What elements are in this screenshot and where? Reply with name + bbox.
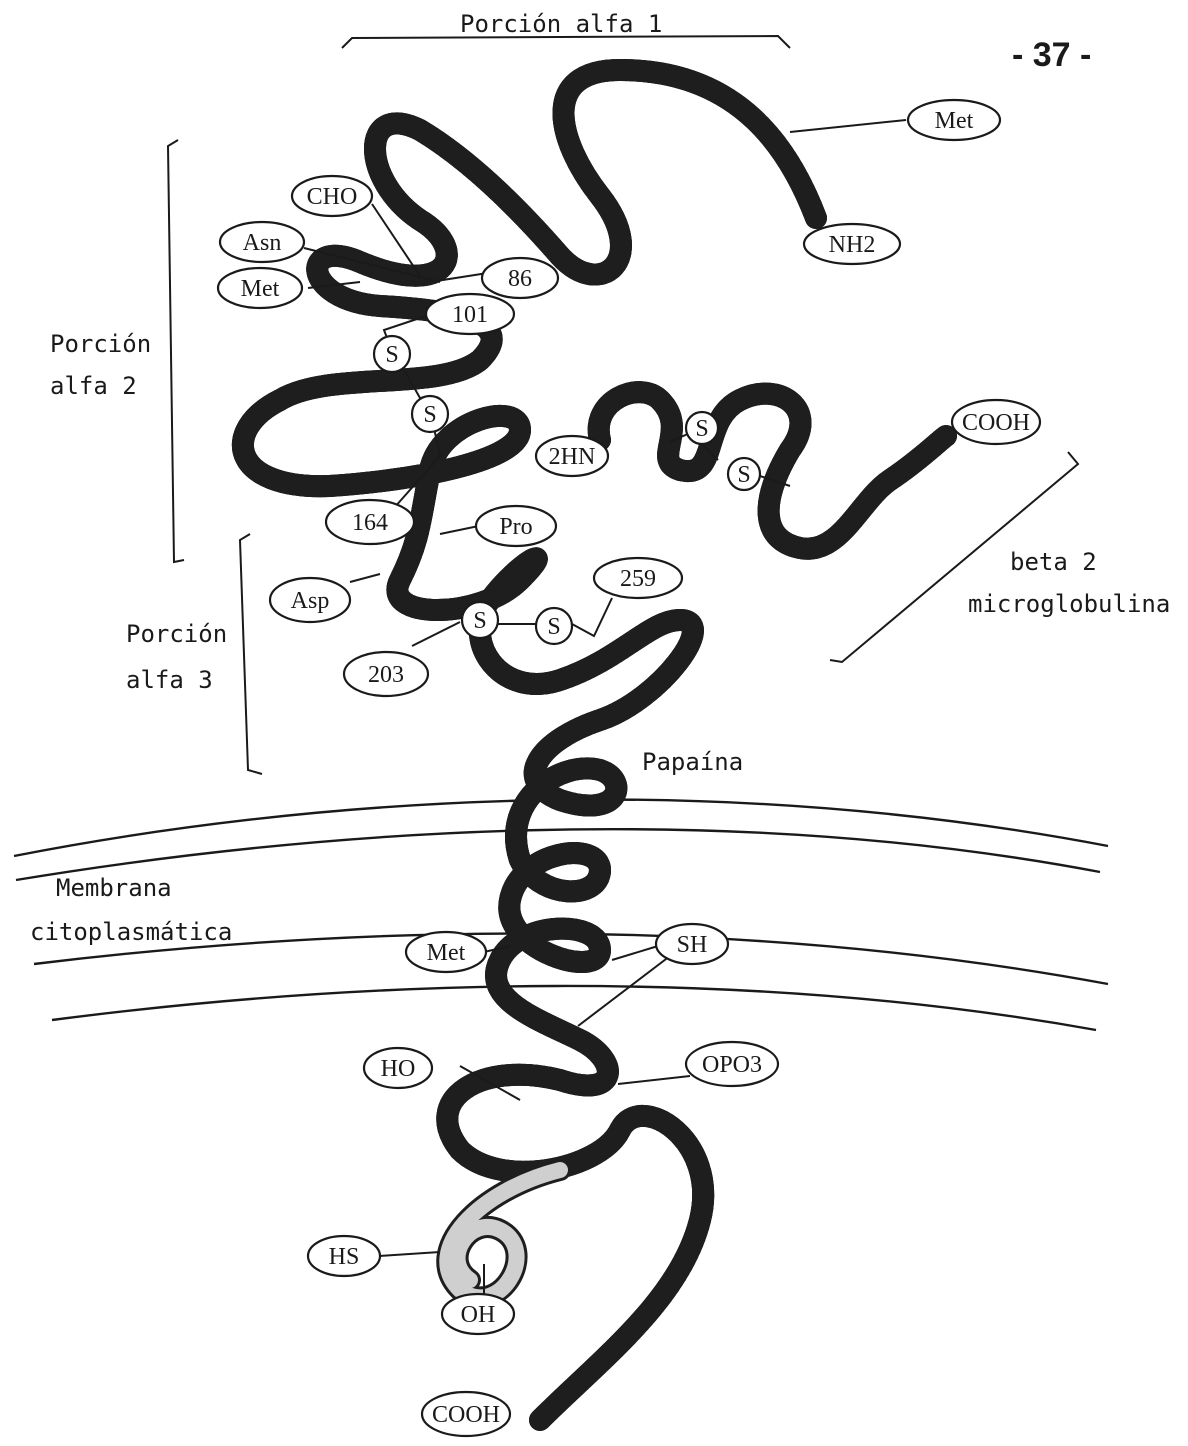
label-ho: HO: [364, 1048, 432, 1088]
svg-text:SH: SH: [677, 932, 708, 958]
label-259: 259: [594, 558, 682, 598]
alfa3-label-line1: Porción: [126, 620, 227, 648]
svg-text:S: S: [737, 462, 750, 488]
svg-text:Pro: Pro: [499, 514, 532, 540]
svg-text:Asn: Asn: [243, 230, 282, 256]
svg-text:NH2: NH2: [829, 232, 876, 258]
label-cho: CHO: [292, 176, 372, 216]
beta2-microglobulin-chain: [599, 392, 946, 549]
membrane-label-line2: citoplasmática: [30, 918, 232, 946]
label-oh: OH: [442, 1294, 514, 1334]
svg-text:86: 86: [508, 266, 532, 292]
label-86: 86: [482, 258, 558, 298]
label-met-top: Met: [908, 100, 1000, 140]
label-asn: Asn: [220, 222, 304, 262]
label-2hn: 2HN: [536, 436, 608, 476]
label-sh: SH: [656, 924, 728, 964]
svg-text:203: 203: [368, 662, 404, 688]
alfa2-label-line1: Porción: [50, 330, 151, 358]
svg-text:S: S: [385, 342, 398, 368]
svg-text:259: 259: [620, 566, 656, 592]
label-s1: S: [374, 336, 410, 372]
alfa1-label: Porción alfa 1: [460, 10, 662, 38]
beta2-label-line2: microglobulina: [968, 590, 1170, 618]
label-opo3: OPO3: [686, 1042, 778, 1086]
papaina-label: Papaína: [642, 748, 743, 776]
cell-membrane: [14, 800, 1108, 1030]
label-s2: S: [412, 396, 448, 432]
label-cooh-beta: COOH: [952, 400, 1040, 444]
svg-text:S: S: [423, 402, 436, 428]
svg-text:101: 101: [452, 302, 488, 328]
svg-text:OH: OH: [461, 1302, 496, 1328]
svg-text:S: S: [547, 614, 560, 640]
label-s3: S: [462, 602, 498, 638]
svg-text:S: S: [695, 416, 708, 442]
svg-text:Met: Met: [935, 108, 974, 134]
alfa1-bracket: Porción alfa 1: [342, 10, 790, 48]
alfa3-label-line2: alfa 3: [126, 666, 213, 694]
svg-text:Met: Met: [241, 276, 280, 302]
alfa3-bracket: Porción alfa 3: [126, 534, 262, 774]
label-s4: S: [536, 608, 572, 644]
label-s-beta1: S: [686, 412, 718, 444]
label-met-left: Met: [218, 268, 302, 308]
svg-text:HS: HS: [329, 1244, 360, 1270]
svg-text:COOH: COOH: [432, 1402, 500, 1428]
label-pro: Pro: [476, 506, 556, 546]
label-203: 203: [344, 652, 428, 696]
beta2-label-line1: beta 2: [1010, 548, 1097, 576]
svg-text:164: 164: [352, 510, 388, 536]
label-cooh-bottom: COOH: [422, 1392, 510, 1436]
svg-text:CHO: CHO: [307, 184, 358, 210]
svg-text:COOH: COOH: [962, 410, 1030, 436]
svg-text:OPO3: OPO3: [702, 1052, 762, 1078]
page-number: - 37 -: [1012, 36, 1091, 74]
label-asp: Asp: [270, 578, 350, 622]
svg-text:HO: HO: [381, 1056, 416, 1082]
label-nh2: NH2: [804, 224, 900, 264]
svg-text:Met: Met: [427, 940, 466, 966]
svg-text:S: S: [473, 608, 486, 634]
label-101: 101: [426, 294, 514, 334]
label-met-membrane: Met: [406, 932, 486, 972]
svg-text:2HN: 2HN: [549, 444, 596, 470]
svg-text:Asp: Asp: [291, 588, 330, 614]
alfa2-bracket: Porción alfa 2: [50, 140, 184, 562]
label-164: 164: [326, 500, 414, 544]
alfa2-label-line2: alfa 2: [50, 372, 137, 400]
label-s-beta2: S: [728, 458, 760, 490]
membrane-label-line1: Membrana: [56, 874, 172, 902]
label-hs: HS: [308, 1236, 380, 1276]
